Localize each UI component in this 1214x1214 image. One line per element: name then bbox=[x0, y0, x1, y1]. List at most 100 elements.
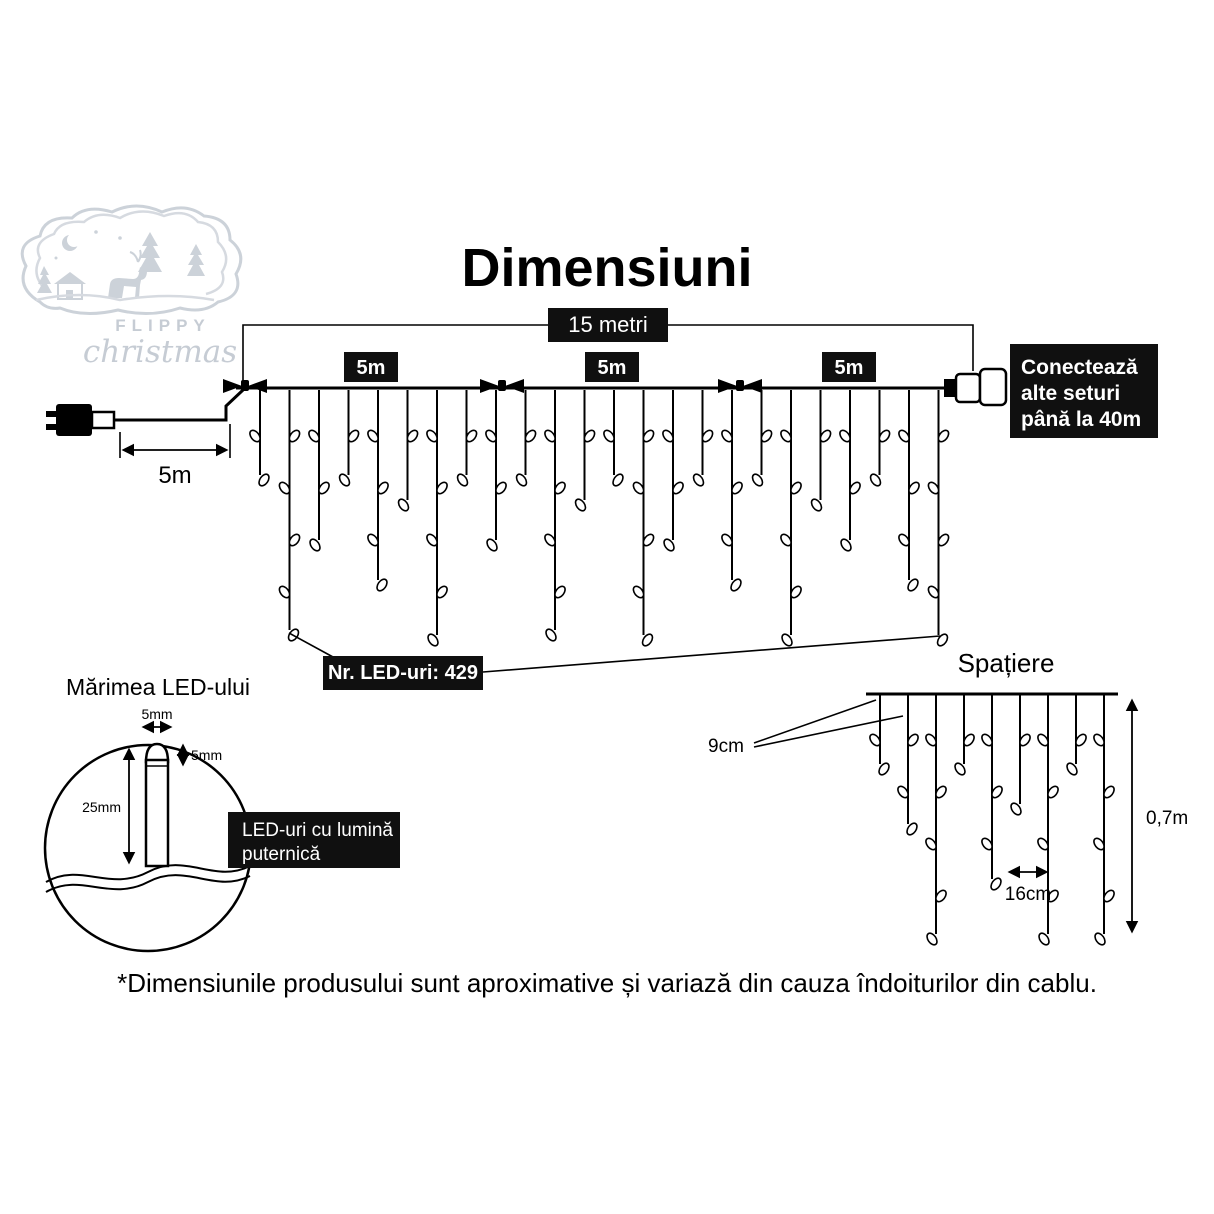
led-bulb bbox=[1093, 733, 1105, 747]
icicle-drop bbox=[603, 390, 624, 487]
cable-connector bbox=[480, 379, 524, 393]
led-bulb bbox=[869, 733, 881, 747]
led-bulb bbox=[1047, 889, 1059, 903]
led-bulb bbox=[1010, 802, 1022, 816]
led-badge-line1: LED-uri cu lumină bbox=[242, 820, 393, 841]
led-bulb bbox=[485, 429, 497, 443]
led-bulb bbox=[721, 533, 733, 547]
led-bulb bbox=[849, 481, 861, 495]
led-bulb bbox=[544, 429, 556, 443]
led-bulb bbox=[981, 733, 993, 747]
demo-string-drops bbox=[869, 694, 1115, 946]
led-bulb bbox=[486, 538, 498, 552]
led-bulb bbox=[937, 429, 950, 443]
twisted-wire bbox=[45, 874, 251, 893]
pine-tree-icon bbox=[37, 266, 52, 293]
led-bulb bbox=[1047, 785, 1059, 799]
led-bulb bbox=[1037, 837, 1049, 851]
connect-box-line2: alte seturi bbox=[1021, 382, 1120, 405]
plug-prong bbox=[46, 411, 58, 417]
led-count-badge bbox=[323, 656, 483, 690]
led-bulb bbox=[907, 578, 919, 592]
led-bulb bbox=[927, 481, 940, 495]
spacing-section: Spațiere 9cm 16cm 0,7m bbox=[708, 648, 1188, 946]
led-bulb bbox=[288, 533, 301, 547]
led-bulb bbox=[672, 481, 684, 495]
led-bulb bbox=[288, 429, 301, 443]
led-bulb bbox=[790, 481, 802, 495]
cable-connector bbox=[718, 379, 762, 393]
led-bulb bbox=[249, 429, 261, 443]
led-bulb bbox=[662, 429, 674, 443]
led-bulb bbox=[701, 429, 714, 443]
led-bulb bbox=[692, 473, 705, 487]
icicle-drop bbox=[278, 390, 301, 642]
icicle-drop bbox=[662, 390, 684, 552]
led-bulb bbox=[1103, 785, 1115, 799]
led-bulb bbox=[1037, 733, 1049, 747]
plug-prong bbox=[46, 424, 58, 430]
led-bulb bbox=[839, 429, 851, 443]
led-bulb bbox=[583, 429, 596, 443]
connect-box: Conectează alte seturi până la 40m bbox=[1010, 344, 1158, 438]
led-bulb bbox=[427, 633, 439, 647]
led-bulb bbox=[426, 533, 438, 547]
led-bulb bbox=[981, 837, 993, 851]
led-bulb bbox=[524, 429, 537, 443]
led-bulb bbox=[810, 498, 823, 512]
led-size-section: Mărimea LED-ului 5mm 5mm 25mm LED-uri cu… bbox=[43, 674, 400, 953]
led-bulb bbox=[347, 429, 360, 443]
icicle-drop bbox=[1010, 694, 1031, 816]
section-badge-3 bbox=[822, 352, 876, 382]
led-bulb bbox=[641, 633, 654, 647]
page-title: Dimensiuni bbox=[461, 238, 752, 298]
pine-tree-icon bbox=[187, 244, 205, 276]
led-bulb bbox=[878, 429, 891, 443]
led-bulb bbox=[1038, 932, 1050, 946]
led-bulb bbox=[436, 585, 448, 599]
icicle-drop bbox=[1093, 694, 1115, 946]
led-bulb bbox=[819, 429, 832, 443]
led-bulb bbox=[925, 837, 937, 851]
led-bulb bbox=[612, 473, 624, 487]
led-bulb bbox=[436, 481, 448, 495]
led-bulb bbox=[318, 481, 330, 495]
led-bulb bbox=[937, 533, 950, 547]
led-badge bbox=[228, 812, 400, 868]
section-badge-1 bbox=[344, 352, 398, 382]
icicle-drop bbox=[721, 390, 743, 592]
star-icon bbox=[54, 256, 58, 260]
led-width-label: 5mm bbox=[141, 706, 172, 722]
led-count-label: Nr. LED-uri: 429 bbox=[328, 662, 478, 684]
led-length-label: 25mm bbox=[82, 799, 121, 815]
led-bulb bbox=[721, 429, 733, 443]
led-bulb bbox=[878, 762, 890, 776]
plug-body bbox=[56, 404, 92, 436]
icicle-drop bbox=[925, 694, 947, 946]
icicle-drop bbox=[869, 390, 891, 487]
led-bulb bbox=[377, 481, 389, 495]
led-bulb bbox=[991, 785, 1003, 799]
end-connector-part bbox=[978, 367, 1008, 407]
led-tip bbox=[144, 742, 170, 764]
connect-box-bg bbox=[1010, 344, 1158, 438]
callout-line bbox=[753, 699, 877, 744]
led-bulb bbox=[495, 481, 507, 495]
icicle-drop bbox=[367, 390, 389, 592]
led-bulb bbox=[935, 889, 947, 903]
led-bulb bbox=[258, 473, 270, 487]
led-count-callout: Nr. LED-uri: 429 bbox=[288, 632, 941, 690]
section-label-1: 5m bbox=[357, 357, 386, 379]
spacing-title: Spațiere bbox=[958, 648, 1055, 678]
icicle-drop bbox=[751, 390, 773, 487]
end-connector-part bbox=[954, 372, 982, 404]
section-label-2: 5m bbox=[598, 357, 627, 379]
led-bulb bbox=[338, 473, 351, 487]
led-bulb bbox=[731, 481, 743, 495]
end-connector bbox=[944, 367, 1008, 407]
led-bulb bbox=[642, 429, 655, 443]
star-icon bbox=[94, 230, 98, 234]
led-bulb bbox=[780, 429, 792, 443]
icicle-drop bbox=[780, 390, 802, 647]
